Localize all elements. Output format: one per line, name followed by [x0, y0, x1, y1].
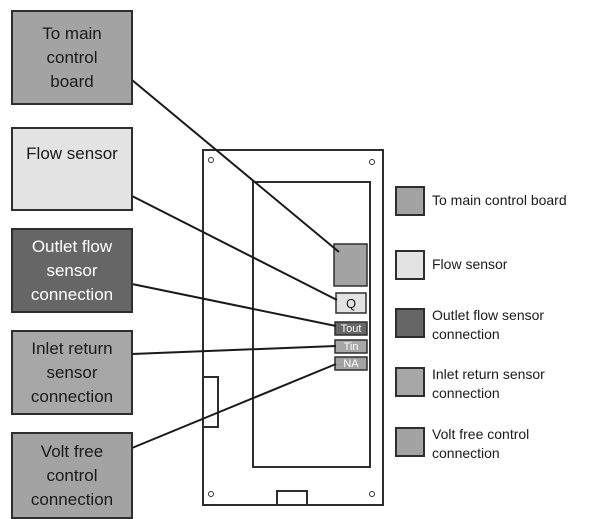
- callout-inlet-return-text: Inlet return sensor connection: [30, 338, 114, 406]
- callout-main-board-text: To main control board: [42, 23, 102, 91]
- legend-item-flow-sensor: Flow sensor: [395, 250, 507, 280]
- bottom-tab: [276, 490, 308, 506]
- leader-inlet-return: [131, 345, 337, 355]
- callout-inlet-return: Inlet return sensor connection: [11, 330, 133, 415]
- legend-swatch-inlet-return: [395, 367, 425, 397]
- legend-label-main-board: To main control board: [432, 192, 567, 208]
- callout-flow-sensor: Flow sensor: [11, 127, 133, 211]
- callout-main-board: To main control board: [11, 10, 133, 105]
- leader-flow-sensor: [131, 195, 338, 301]
- legend-swatch-flow-sensor: [395, 250, 425, 280]
- callout-volt-free: Volt free control connection: [11, 432, 133, 519]
- leader-main-board: [131, 79, 340, 253]
- side-bracket: [202, 376, 219, 428]
- legend-item-outlet-flow: Outlet flow sensor connection: [395, 307, 545, 344]
- legend-item-inlet-return: Inlet return sensor connection: [395, 366, 545, 403]
- main-board-connector: [333, 243, 368, 287]
- legend-item-volt-free: Volt free control connection: [395, 426, 530, 463]
- legend-swatch-main-board: [395, 186, 425, 216]
- legend-label-volt-free: Volt free control connection: [432, 426, 530, 461]
- legend-label-outlet-flow: Outlet flow sensor connection: [432, 307, 545, 342]
- legend-item-main-board: To main control board: [395, 186, 567, 216]
- flow-sensor-connector: [335, 292, 367, 314]
- mount-hole-top-left: [208, 157, 214, 163]
- callout-outlet-flow-text: Outlet flow sensor connection: [30, 236, 114, 304]
- tin-label: Tin: [344, 341, 359, 353]
- legend-label-inlet-return: Inlet return sensor connection: [432, 366, 545, 401]
- tout-label: Tout: [341, 323, 362, 335]
- leader-outlet-flow: [131, 283, 337, 327]
- mount-hole-bottom-right: [369, 491, 375, 497]
- leader-volt-free: [131, 363, 337, 449]
- mount-hole-bottom-left: [208, 491, 214, 497]
- legend-swatch-volt-free: [395, 427, 425, 457]
- legend-label-flow-sensor: Flow sensor: [432, 256, 508, 272]
- legend-swatch-outlet-flow: [395, 308, 425, 338]
- callout-flow-sensor-text: Flow sensor: [26, 144, 118, 163]
- callout-outlet-flow: Outlet flow sensor connection: [11, 228, 133, 313]
- mount-hole-top-right: [369, 159, 375, 165]
- na-label: NA: [343, 358, 359, 370]
- callout-volt-free-text: Volt free control connection: [30, 441, 114, 509]
- q-label: Q: [346, 296, 356, 311]
- outlet-flow-connector: [334, 321, 368, 336]
